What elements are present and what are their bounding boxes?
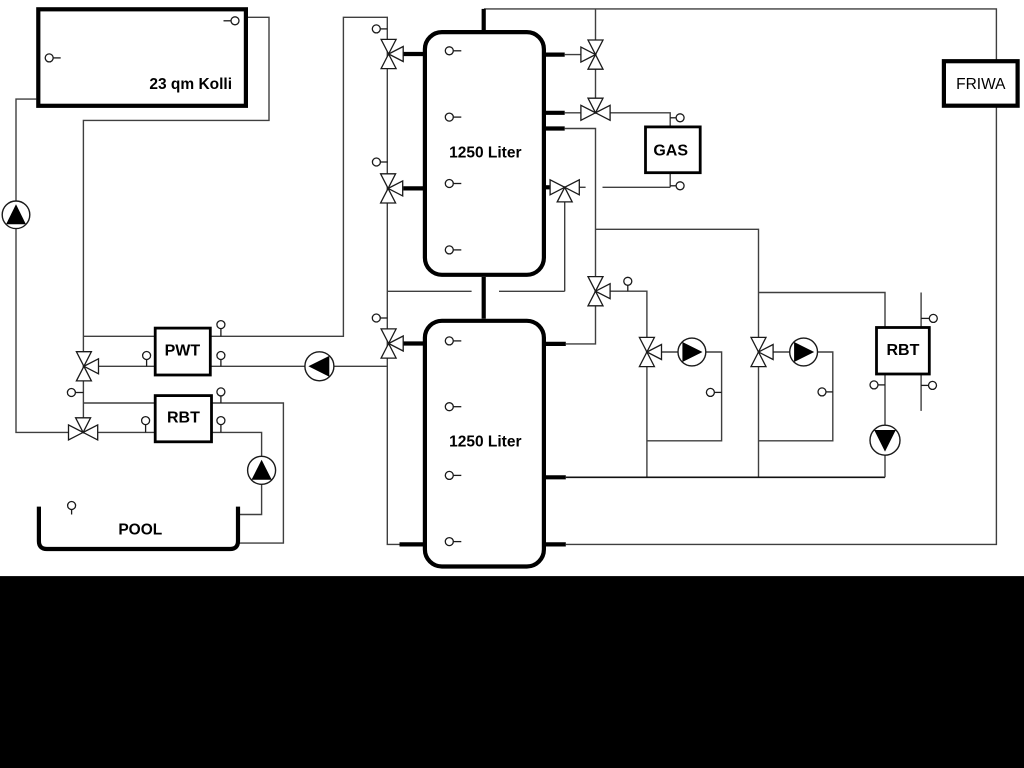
svg-text:1250 Liter: 1250 Liter bbox=[449, 434, 521, 451]
svg-text:23 qm Kolli: 23 qm Kolli bbox=[149, 76, 232, 93]
svg-text:POOL: POOL bbox=[118, 522, 162, 539]
svg-text:RBT: RBT bbox=[167, 410, 200, 427]
svg-text:PWT: PWT bbox=[165, 343, 201, 360]
svg-text:FRIWA: FRIWA bbox=[956, 76, 1006, 93]
svg-text:1250 Liter: 1250 Liter bbox=[449, 145, 521, 162]
svg-text:RBT: RBT bbox=[886, 342, 919, 359]
svg-text:GAS: GAS bbox=[653, 143, 688, 160]
